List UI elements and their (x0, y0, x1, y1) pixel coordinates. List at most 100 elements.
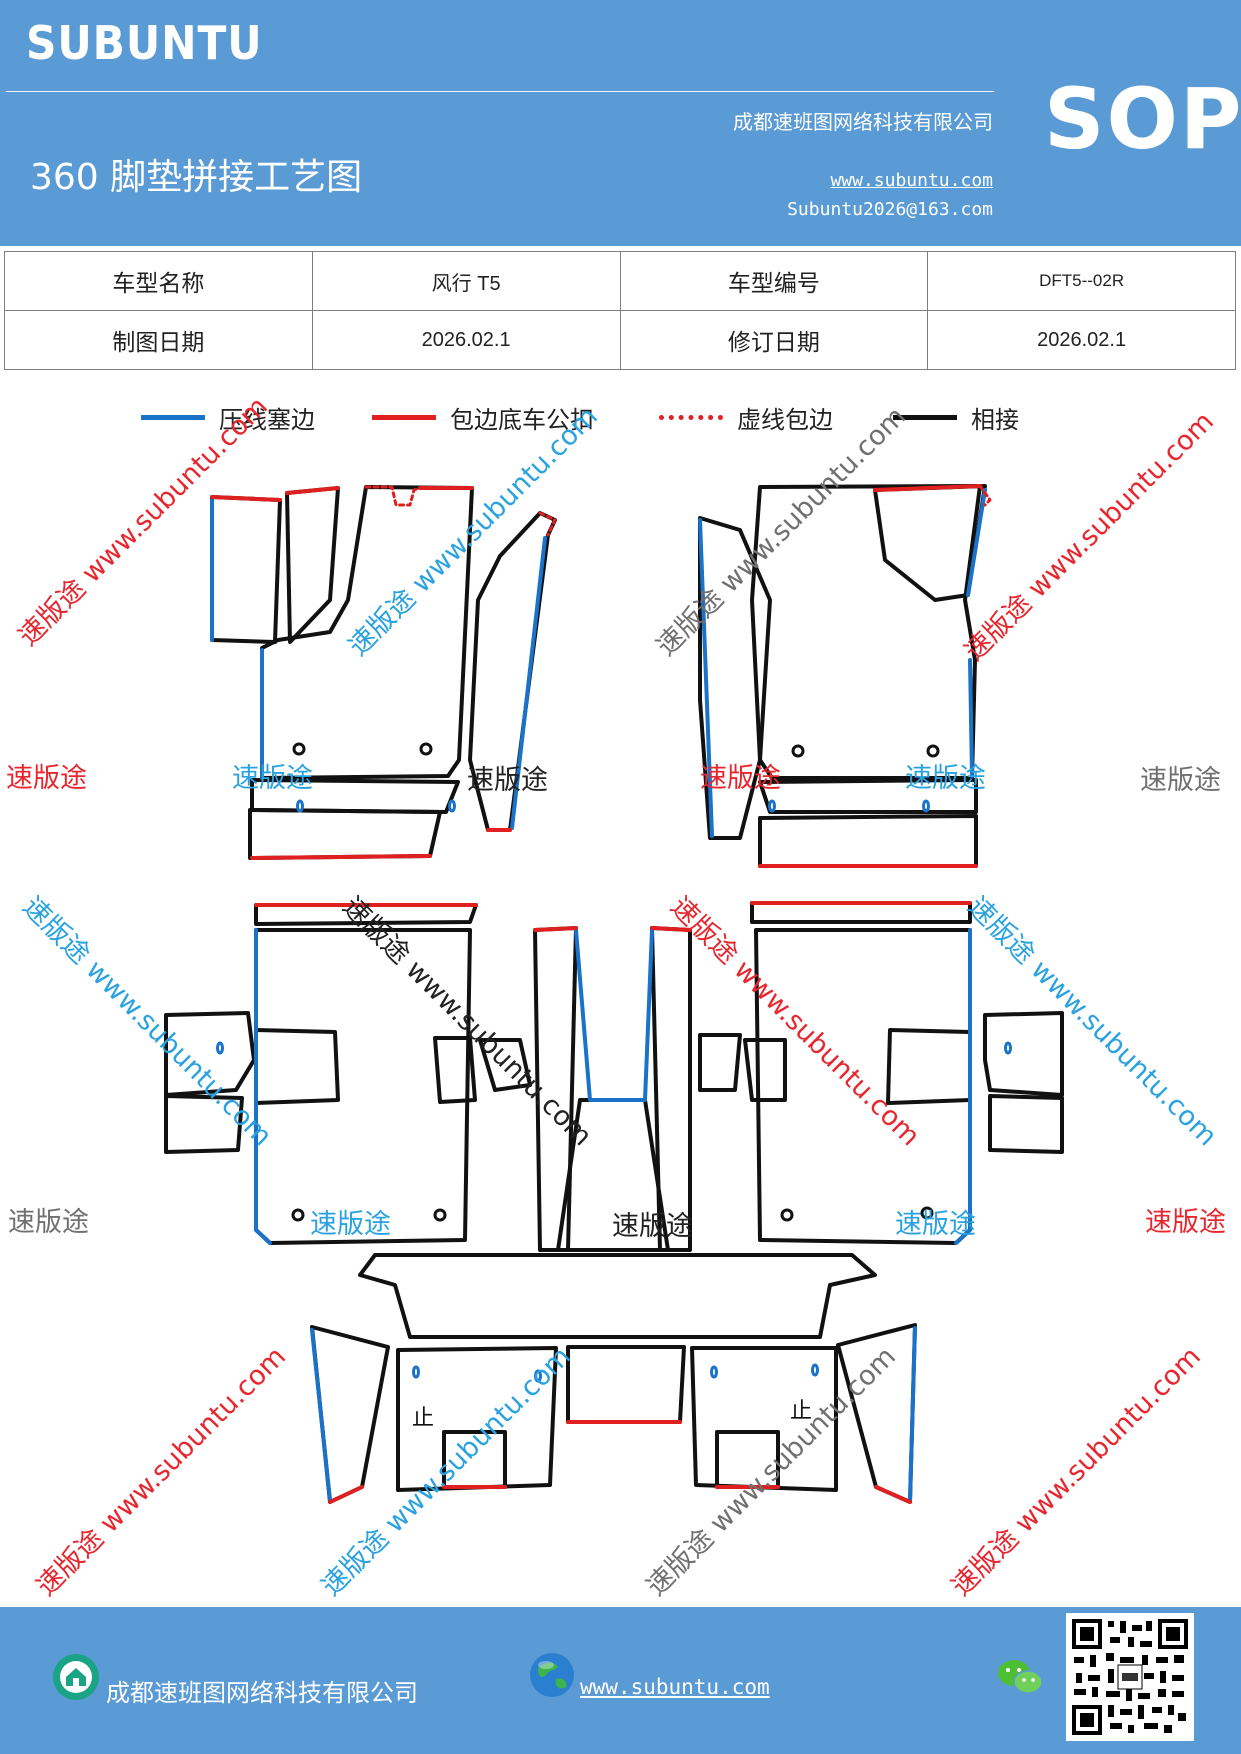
blue-edge (574, 928, 654, 1102)
clip-mark (710, 1365, 718, 1379)
clip-mark (216, 1041, 224, 1055)
red-edge (873, 484, 982, 492)
center-bracket-left (433, 1036, 477, 1104)
blue-edge (310, 1328, 332, 1502)
page-title: 360 脚垫拼接工艺图 (30, 157, 363, 198)
model-name-label: 车型名称 (4, 251, 313, 311)
watermark-brand: 速版途 (700, 763, 781, 794)
table-row: 制图日期 2026.02.1 修订日期 2026.02.1 (4, 310, 1236, 370)
draw-date-label: 制图日期 (4, 310, 313, 370)
front-right-threshold (758, 814, 978, 868)
model-name-value: 风行 T5 (311, 251, 621, 311)
blue-edge (966, 488, 987, 597)
rear-right-side-pad-2 (988, 1094, 1064, 1154)
clip-mark (922, 799, 930, 813)
center-bracket-right-2 (743, 1038, 787, 1102)
header-divider (6, 91, 994, 92)
mount-hole (926, 744, 940, 758)
mount-hole (433, 1208, 447, 1222)
center-bracket-right (698, 1033, 742, 1092)
globe-icon (530, 1653, 574, 1697)
revise-date-value: 2026.02.1 (927, 310, 1236, 370)
qr-code-icon (1070, 1617, 1190, 1737)
red-edge (210, 495, 282, 502)
legend-item-blue: 压线塞边 (141, 400, 315, 435)
blue-edge (954, 928, 972, 1245)
draw-date-value: 2026.02.1 (311, 310, 621, 370)
front-right-lower-bar (758, 778, 978, 814)
watermark-brand: 速版途 (895, 1209, 976, 1240)
model-code-value: DFT5--02R (927, 251, 1236, 311)
watermark-brand: 速版途 (905, 763, 986, 794)
blue-edge (254, 928, 272, 1245)
home-icon (53, 1654, 99, 1700)
legend-label: 包边底车公扣 (450, 406, 594, 434)
front-left-strip (210, 495, 282, 644)
company-name: 成都速班图网络科技有限公司 (733, 110, 993, 134)
revise-date-label: 修订日期 (619, 310, 929, 370)
clip-mark (1004, 1041, 1012, 1055)
mount-hole (780, 1208, 794, 1222)
front-left-lower-bar (250, 778, 460, 814)
red-edge (285, 486, 340, 495)
red-edge (874, 1485, 912, 1504)
rear-left-notch (254, 1028, 340, 1105)
front-left-threshold (248, 808, 442, 860)
floor-mat-diagram: 止 止 (164, 484, 1064, 1504)
trunk-left-mid (396, 1346, 558, 1492)
legend-swatch-blue (141, 415, 205, 420)
clip-mark (296, 799, 304, 813)
front-right-pillar (698, 516, 772, 840)
header-banner: SUBUNTU 360 脚垫拼接工艺图 成都速班图网络科技有限公司 www.su… (0, 0, 1241, 246)
clip-mark (768, 799, 776, 813)
email-address: Subuntu2026@163.com (787, 199, 993, 220)
dotted-red-edge (364, 485, 422, 507)
qr-code (1066, 1613, 1194, 1741)
center-tunnel-right (650, 926, 692, 1252)
legend-item-red: 包边底车公扣 (372, 400, 594, 435)
center-bracket-left-2 (478, 1038, 532, 1092)
clip-mark (534, 1369, 542, 1383)
watermark-brand: 速版途 (467, 765, 548, 796)
watermark-brand: 速版途 (1145, 1207, 1226, 1238)
blue-edge (908, 1326, 917, 1502)
rear-right-side-pad (983, 1011, 1064, 1097)
rear-left-side-pad (164, 1011, 256, 1097)
legend-swatch-black (893, 415, 957, 420)
trunk-right-mid (690, 1346, 838, 1492)
clip-mark (412, 1365, 420, 1379)
sop-badge: SOP (1044, 70, 1241, 168)
trunk-center (566, 1345, 686, 1424)
dotted-red-edge (978, 484, 992, 507)
mount-hole (791, 744, 805, 758)
rear-right-notch (886, 1028, 972, 1105)
footer-website-link[interactable]: www.subuntu.com (580, 1675, 770, 1699)
legend-item-black: 相接 (893, 400, 1019, 435)
watermark-brand: 速版途 (232, 763, 313, 794)
rear-right-top-bar (750, 901, 972, 924)
table-row: 车型名称 风行 T5 车型编号 DFT5--02R (4, 251, 1236, 311)
legend-label: 虚线包边 (737, 406, 833, 434)
brand-logo-text: SUBUNTU (26, 16, 263, 70)
footer-banner: 成都速班图网络科技有限公司 www.subuntu.com (0, 1607, 1241, 1754)
legend-swatch-red-dotted (659, 415, 723, 420)
website-link[interactable]: www.subuntu.com (830, 170, 993, 191)
red-edge (250, 854, 432, 860)
mount-hole (419, 742, 433, 756)
wechat-icon[interactable] (996, 1657, 1044, 1697)
model-code-label: 车型编号 (619, 251, 929, 311)
mount-hole (292, 742, 306, 756)
watermark-brand: 速版途 (6, 763, 87, 794)
legend-label: 压线塞边 (219, 406, 315, 434)
watermark-brand: 速版途 (1140, 765, 1221, 796)
legend-item-red-dotted: 虚线包边 (659, 400, 833, 435)
watermark-brand: 速版途 (612, 1211, 693, 1242)
stop-mark: 止 (412, 1406, 434, 1431)
stop-mark: 止 (790, 1399, 812, 1424)
trunk-left-outer (310, 1325, 390, 1504)
blue-edge (968, 658, 974, 778)
red-edge (650, 926, 692, 932)
info-table: 车型名称 风行 T5 车型编号 DFT5--02R 制图日期 2026.02.1… (4, 251, 1236, 370)
watermark-brand: 速版途 (310, 1209, 391, 1240)
watermark-brand: 速版途 (8, 1207, 89, 1238)
